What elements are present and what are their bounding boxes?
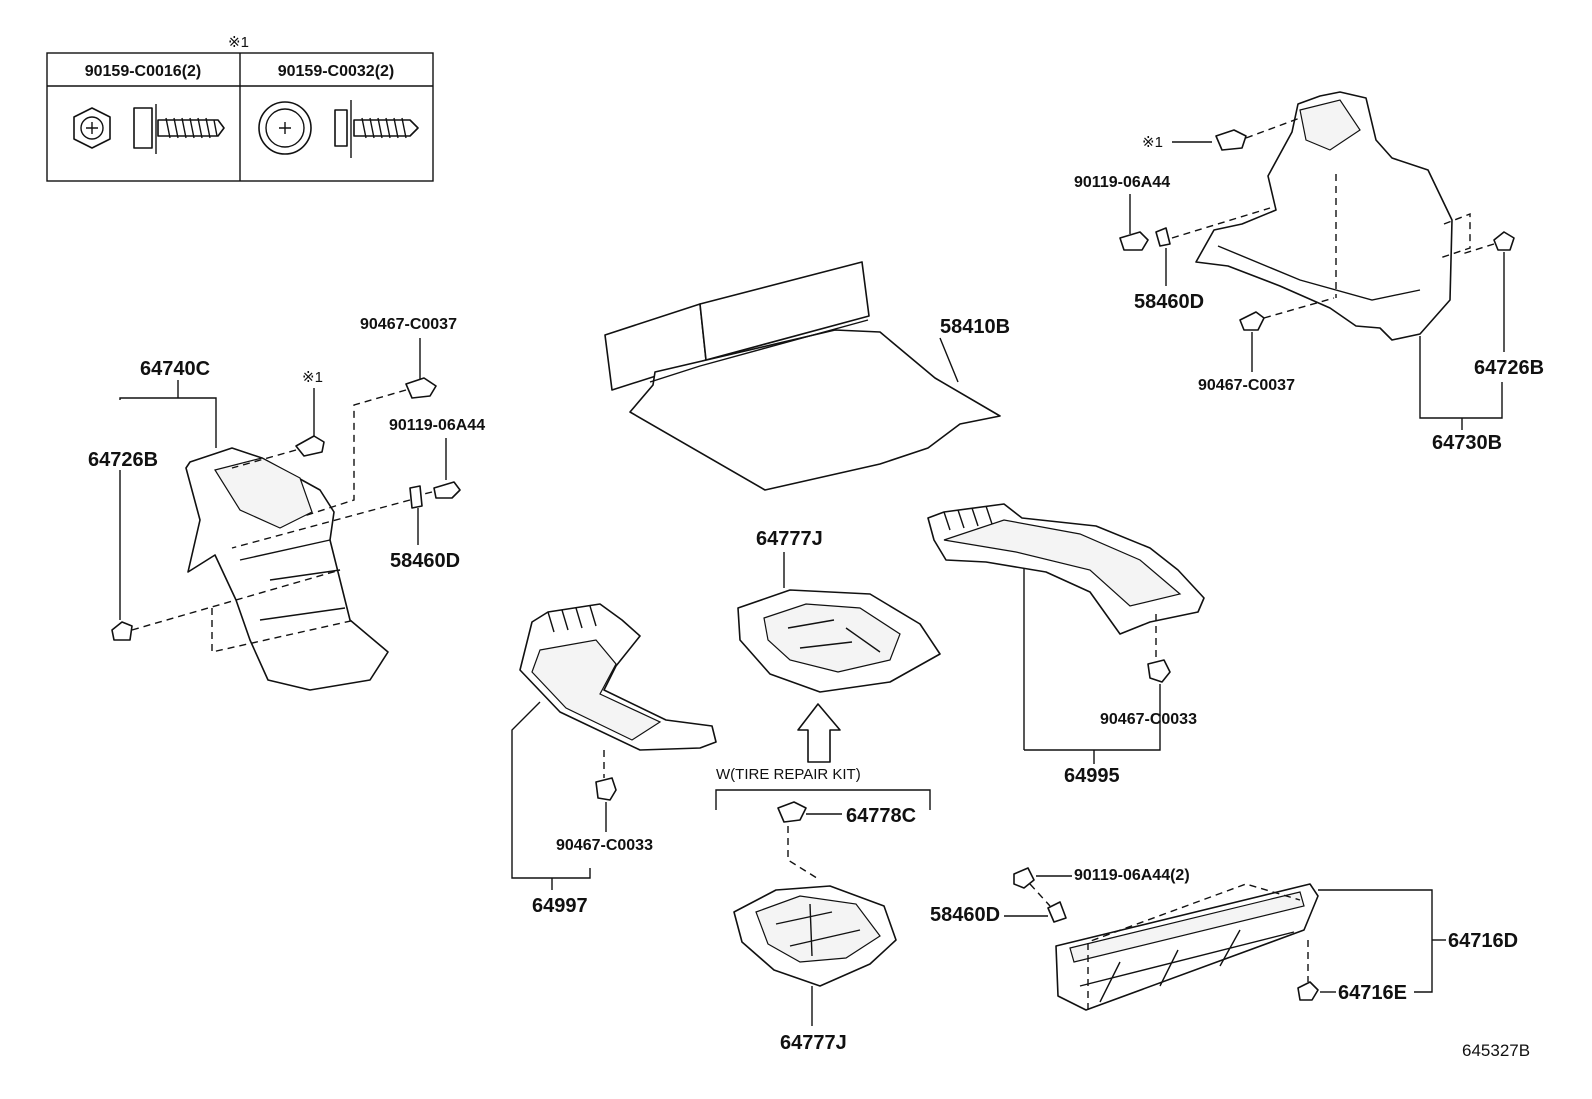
up-arrow-icon xyxy=(797,703,841,763)
left-side-trim-64740C: 64740C 64726B ※1 90467-C0037 90119-06A44… xyxy=(88,316,485,691)
legend-col1-label: 90159-C0016(2) xyxy=(85,63,202,80)
bolt-90119-left-icon xyxy=(433,481,461,499)
nut-58460D-right-icon xyxy=(1155,227,1171,247)
luggage-mat-58410B: 58410B xyxy=(604,261,1010,491)
label-90467-C0033-left: 90467-C0033 xyxy=(556,837,653,854)
washer-screw-head-icon xyxy=(258,101,312,155)
tire-repair-kit-group: W(TIRE REPAIR KIT) 64778C 64777J xyxy=(715,766,931,1054)
deck-board-64995: 64995 90467-C0033 xyxy=(927,503,1205,787)
clip-90467-C0037-right-icon xyxy=(1239,311,1265,331)
label-90119-06A44-2: 90119-06A44(2) xyxy=(1074,867,1190,884)
clip-64726B-right-icon xyxy=(1493,231,1515,251)
clip-64778C-icon xyxy=(777,801,807,823)
label-64730B: 64730B xyxy=(1432,432,1502,454)
label-90467-C0037-right: 90467-C0037 xyxy=(1198,377,1295,394)
clip-64726B-left-icon xyxy=(111,621,133,641)
hex-screw-side-icon xyxy=(133,104,225,154)
label-64778C: 64778C xyxy=(846,805,916,827)
label-64716E: 64716E xyxy=(1338,982,1407,1004)
deck-board-64997: 64997 90467-C0033 xyxy=(511,603,717,917)
note-right: ※1 xyxy=(1142,134,1163,151)
label-58460D-bottom: 58460D xyxy=(930,904,1000,926)
diagram-reference-number: 645327B xyxy=(1462,1041,1530,1060)
label-90467-C0037-left: 90467-C0037 xyxy=(360,316,457,333)
label-90467-C0033-right: 90467-C0033 xyxy=(1100,711,1197,728)
note-left: ※1 xyxy=(302,369,323,386)
label-64997: 64997 xyxy=(532,895,588,917)
label-64777J-bottom: 64777J xyxy=(780,1032,847,1054)
bolt-note1-right-icon xyxy=(1215,129,1247,151)
label-90119-06A44-left: 90119-06A44 xyxy=(389,417,485,434)
legend-col2-label: 90159-C0032(2) xyxy=(278,63,395,80)
label-tire-repair-kit: W(TIRE REPAIR KIT) xyxy=(716,766,861,783)
right-side-trim-64730B: ※1 90119-06A44 58460D 90467-C0037 64726B… xyxy=(1074,91,1544,454)
label-64740C: 64740C xyxy=(140,358,210,380)
bolt-90119-right-icon xyxy=(1119,231,1149,251)
fastener-legend-table: ※1 90159-C0016(2) 90159-C0032(2) xyxy=(46,34,434,182)
label-90119-06A44-right: 90119-06A44 xyxy=(1074,174,1170,191)
label-64726B-right: 64726B xyxy=(1474,357,1544,379)
label-58460D-left: 58460D xyxy=(390,550,460,572)
bolt-90119-06A44-2-icon xyxy=(1013,867,1035,889)
rear-sill-plate-64716D: 90119-06A44(2) 58460D 64716D 64716E xyxy=(930,867,1518,1011)
tire-tray-64777J-top: 64777J xyxy=(737,528,941,763)
label-58410B: 58410B xyxy=(940,316,1010,338)
washer-screw-side-icon xyxy=(334,100,419,158)
clip-90467-C0037-left-icon xyxy=(405,377,437,399)
clip-90467-C0033-right-icon xyxy=(1147,659,1171,683)
nut-58460D-bottom-icon xyxy=(1047,901,1067,923)
nut-58460D-left-icon xyxy=(409,485,423,509)
bolt-note1-left-icon xyxy=(295,435,325,457)
label-64995: 64995 xyxy=(1064,765,1120,787)
label-64716D: 64716D xyxy=(1448,930,1518,952)
legend-note-mark: ※1 xyxy=(228,34,249,51)
hex-screw-head-icon xyxy=(73,107,111,149)
label-58460D-right: 58460D xyxy=(1134,291,1204,313)
clip-90467-C0033-left-icon xyxy=(595,777,617,801)
label-64777J-top: 64777J xyxy=(756,528,823,550)
label-64726B-left: 64726B xyxy=(88,449,158,471)
clip-64716E-icon xyxy=(1297,981,1319,1001)
